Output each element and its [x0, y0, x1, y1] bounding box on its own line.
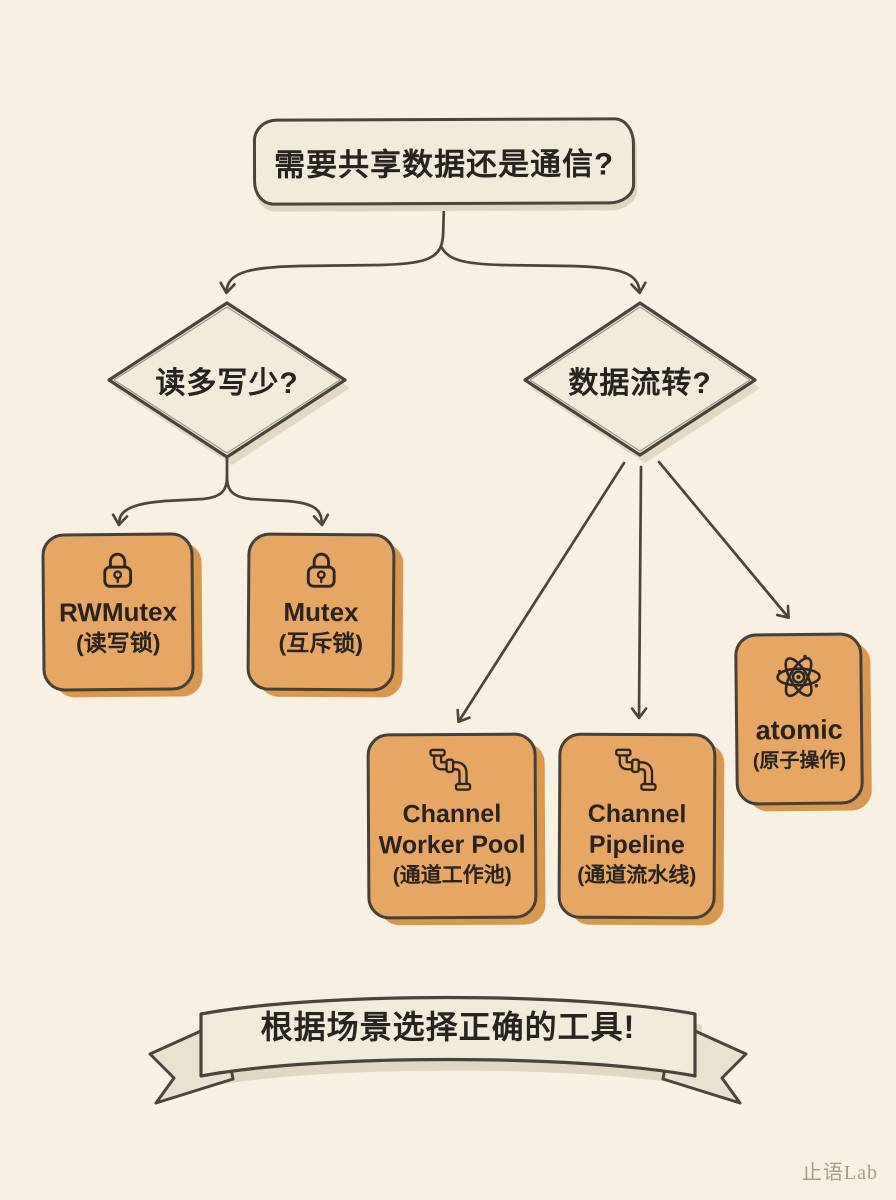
pipe-icon: [615, 748, 657, 791]
tool-subtitle: (通道流水线): [577, 863, 697, 887]
tool-subtitle: (读写锁): [75, 629, 161, 656]
ribbon-banner: [148, 995, 748, 1105]
banner-text: 根据场景选择正确的工具!: [260, 1009, 636, 1045]
arrow-root-to-data-flow: [439, 244, 647, 295]
tool-card-atomic: atomic (原子操作): [734, 632, 864, 806]
tool-title: RWMutex: [58, 596, 178, 628]
arrow-read-heavy-to-rwmutex: [111, 457, 229, 527]
decision-data-flow-label: 数据流转?: [568, 367, 712, 400]
tool-subtitle: (互斥锁): [278, 629, 364, 656]
tool-title: atomic: [755, 714, 843, 746]
decision-read-heavy-diamond: [107, 301, 347, 459]
lock-icon: [103, 552, 133, 588]
tool-card-rwmutex: RWMutex (读写锁): [41, 532, 195, 692]
tool-title: Mutex: [283, 596, 359, 628]
tool-card-mutex: Mutex (互斥锁): [246, 532, 396, 692]
decision-data-flow-sketchline: [529, 306, 751, 452]
decision-read-heavy-sketchline: [113, 306, 341, 454]
arrow-read-heavy-to-mutex: [225, 475, 330, 527]
tool-subtitle: (原子操作): [752, 749, 847, 773]
arrow-root-to-read-heavy: [219, 204, 446, 295]
atom-icon: [776, 654, 821, 698]
root-question-text: 需要共享数据还是通信?: [273, 146, 615, 183]
decision-data-flow-diamond: [523, 301, 757, 457]
pipe-icon: [429, 748, 472, 791]
tool-title-line2: Pipeline: [588, 830, 685, 860]
arrow-data-flow-to-pipeline: [630, 465, 648, 720]
tool-card-channel-pipeline: Channel Pipeline (通道流水线): [557, 732, 717, 920]
tool-title-line2: Worker Pool: [378, 830, 526, 860]
arrow-data-flow-to-atomic: [657, 460, 790, 620]
ribbon-band: [199, 995, 697, 1078]
arrow-data-flow-to-worker-pool: [456, 461, 626, 724]
root-question-node: 需要共享数据还是通信?: [252, 117, 636, 206]
tool-title: Channel: [402, 799, 502, 829]
watermark: 止语Lab: [801, 1162, 878, 1184]
tool-card-channel-worker-pool: Channel Worker Pool (通道工作池): [366, 732, 538, 920]
decision-read-heavy-label: 读多写少?: [155, 367, 299, 400]
tool-subtitle: (通道工作池): [392, 863, 512, 887]
lock-icon: [306, 552, 336, 588]
tool-title: Channel: [587, 799, 687, 829]
